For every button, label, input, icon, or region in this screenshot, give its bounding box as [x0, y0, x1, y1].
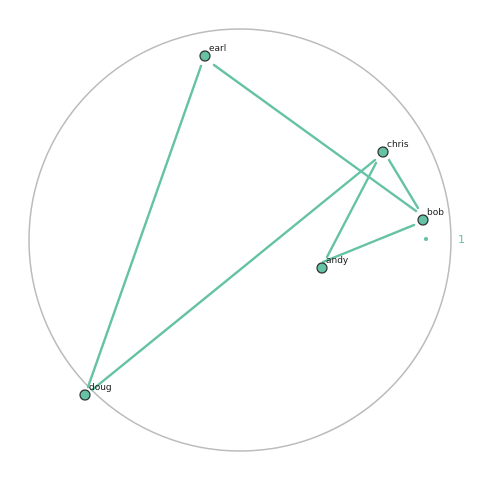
- origin-marker: [424, 237, 428, 241]
- node-doug[interactable]: doug: [79, 383, 112, 401]
- radius-label: 1: [458, 233, 465, 246]
- node-circle-bob[interactable]: [417, 214, 429, 226]
- disk-boundary: [28, 28, 452, 452]
- node-chris[interactable]: chris: [377, 140, 409, 158]
- node-circle-chris[interactable]: [377, 146, 389, 158]
- node-andy[interactable]: andy: [316, 256, 349, 274]
- node-label-doug: doug: [89, 383, 112, 393]
- node-layer: earl chris bob andy doug: [79, 44, 444, 401]
- edge-earl-doug: [86, 64, 203, 389]
- node-circle-andy[interactable]: [316, 262, 328, 274]
- node-label-andy: andy: [326, 256, 349, 266]
- edge-layer: [86, 63, 420, 392]
- node-circle-earl[interactable]: [199, 50, 211, 62]
- edge-earl-bob: [212, 63, 418, 213]
- edge-chris-andy: [325, 161, 378, 259]
- node-bob[interactable]: bob: [417, 208, 444, 226]
- node-label-chris: chris: [387, 140, 409, 150]
- edge-chris-bob: [387, 158, 420, 210]
- edge-bob-andy: [321, 223, 416, 264]
- node-label-earl: earl: [209, 44, 226, 54]
- edge-chris-doug: [90, 158, 377, 392]
- node-earl[interactable]: earl: [199, 44, 226, 62]
- node-label-bob: bob: [427, 208, 444, 218]
- node-circle-doug[interactable]: [79, 389, 91, 401]
